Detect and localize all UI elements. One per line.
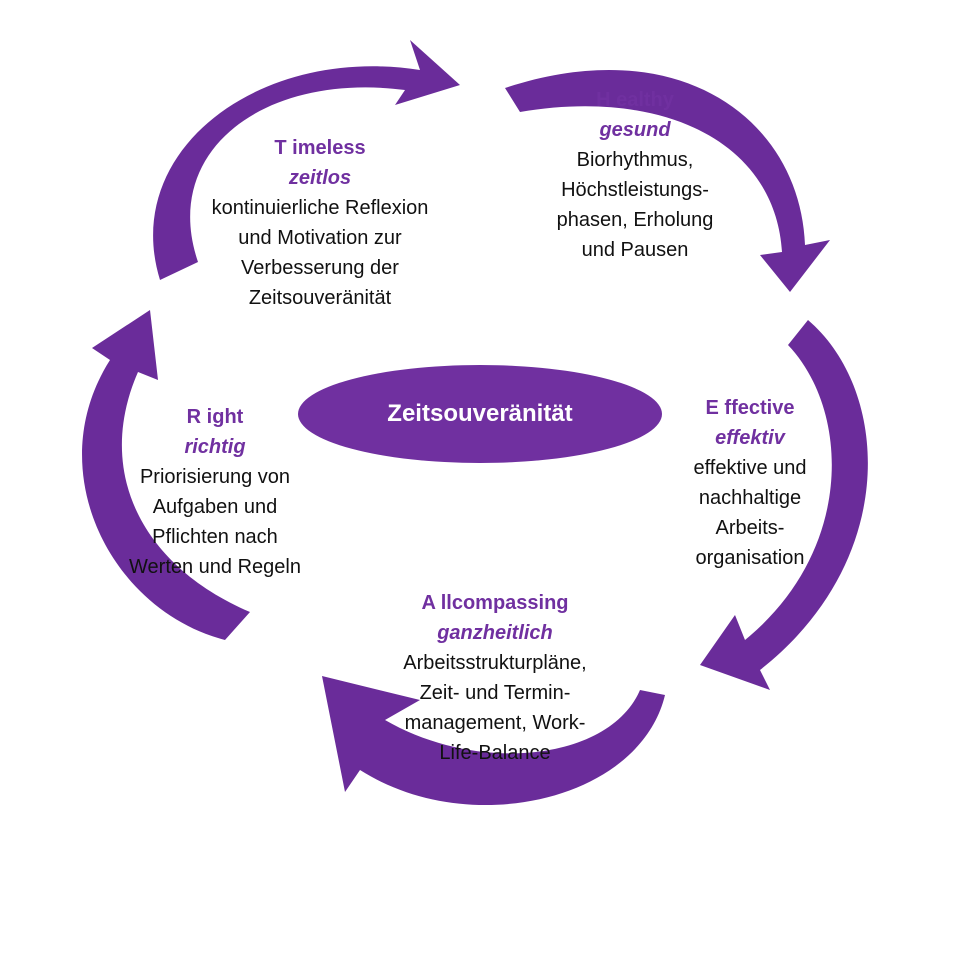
timeless-line: und Motivation zur (238, 227, 402, 249)
healthy-line: und Pausen (581, 239, 689, 261)
section-allcompassing: A llcompassing ganzheitlich Arbeitsstruk… (370, 588, 620, 768)
allcompassing-title: A llcompassing (421, 592, 569, 614)
timeless-title: T imeless (274, 137, 366, 159)
section-effective: E ffective effektiv effektive und nachha… (660, 393, 840, 573)
right-title: R ight (186, 406, 244, 428)
arrow-healthy-to-effective (505, 69, 830, 292)
timeless-line: Verbesserung der (241, 257, 399, 279)
effective-subtitle: effektiv (715, 427, 785, 449)
section-healthy: H ealthy gesund Biorhythmus, Höchstleist… (525, 85, 745, 265)
section-right: R ight richtig Priorisierung von Aufgabe… (100, 402, 330, 582)
effective-line: organisation (695, 547, 805, 569)
allcompassing-line: Arbeitsstrukturpläne, (403, 652, 587, 674)
healthy-title: H ealthy (596, 89, 674, 111)
section-timeless: T imeless zeitlos kontinuierliche Reflex… (175, 133, 465, 313)
center-ellipse (298, 365, 662, 463)
effective-line: Arbeits- (715, 517, 785, 539)
timeless-subtitle: zeitlos (288, 167, 352, 189)
right-line: Priorisierung von (139, 466, 291, 488)
arrow-timeless-to-healthy (153, 40, 461, 280)
timeless-line: kontinuierliche Reflexion (211, 197, 429, 219)
right-line: Aufgaben und (152, 496, 278, 518)
allcompassing-subtitle: ganzheitlich (437, 622, 553, 644)
allcompassing-line: Life-Balance (439, 742, 551, 764)
healthy-line: Höchstleistungs- (561, 179, 709, 201)
right-line: Werten und Regeln (129, 556, 301, 578)
right-subtitle: richtig (184, 436, 246, 458)
healthy-line: Biorhythmus, (576, 149, 694, 171)
timeless-line: Zeitsouveränität (248, 287, 392, 309)
arrow-right-to-timeless (82, 310, 250, 640)
center-label: Zeitsouveränität (387, 400, 573, 427)
healthy-subtitle: gesund (599, 119, 671, 141)
arrow-effective-to-allcompassing (700, 320, 868, 690)
allcompassing-line: Zeit- und Termin- (419, 682, 571, 704)
effective-line: nachhaltige (698, 487, 802, 509)
allcompassing-line: management, Work- (404, 712, 586, 734)
effective-title: E ffective (705, 397, 795, 419)
effective-line: effektive und (693, 457, 807, 479)
healthy-line: phasen, Erholung (556, 209, 714, 231)
right-line: Pflichten nach (152, 526, 278, 548)
arrow-allcompassing-to-right (322, 676, 665, 806)
